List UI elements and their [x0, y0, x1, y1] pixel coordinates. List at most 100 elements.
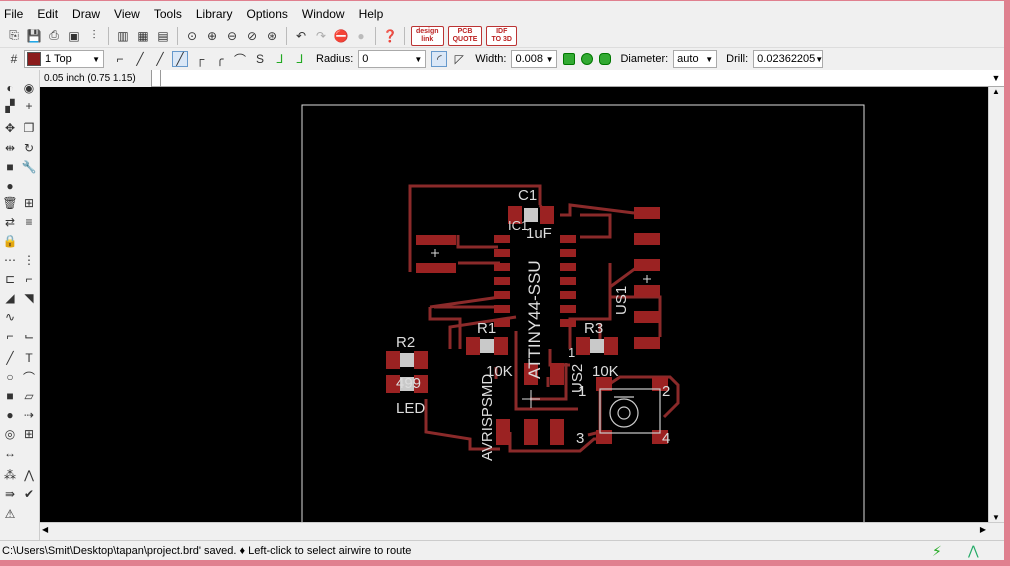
group-icon[interactable]: ■	[6, 160, 14, 174]
replace-icon[interactable]: ⇄	[4, 215, 16, 229]
bend-style-8-icon[interactable]: ⅃	[276, 52, 284, 66]
paste-icon[interactable]: ●	[6, 179, 14, 193]
menu-file[interactable]: File	[4, 7, 24, 21]
bend-style-9-icon[interactable]: ⅃	[296, 52, 304, 66]
bend-style-1-icon[interactable]: ╱	[136, 52, 144, 66]
layer-select[interactable]: 1 Top ▼	[24, 50, 104, 68]
via-square-button[interactable]	[563, 53, 576, 65]
menu-window[interactable]: Window	[301, 7, 345, 21]
autorouter-status-icon[interactable]: ⋀	[968, 543, 979, 558]
lightning-icon[interactable]: ⚡	[932, 543, 942, 559]
polygon-icon[interactable]: ▱	[24, 389, 34, 403]
ripup-icon[interactable]: ⌙	[23, 329, 35, 343]
cam-icon[interactable]: ▣	[68, 28, 80, 43]
mirror-icon[interactable]: ⇹	[4, 141, 16, 155]
menu-options[interactable]: Options	[246, 7, 288, 21]
meander-icon[interactable]: ∿	[4, 310, 16, 324]
scroll-down-icon[interactable]: ▼	[992, 513, 1000, 522]
bend-style-6-icon[interactable]: ⌒	[233, 52, 246, 67]
zoom-select-icon[interactable]: ⊛	[266, 28, 278, 43]
go-icon[interactable]: ●	[357, 28, 365, 43]
via-octagon-button[interactable]	[599, 53, 612, 65]
scroll-up-icon[interactable]: ▲	[992, 87, 1000, 96]
delete-icon[interactable]: 🗑	[2, 196, 18, 210]
open-icon[interactable]: ⎘	[9, 28, 19, 42]
stop-icon[interactable]: ⛔	[333, 28, 349, 43]
scroll-right-icon[interactable]: ▶	[979, 525, 986, 534]
move-icon[interactable]: ✥	[4, 121, 16, 135]
zoom-fit-icon[interactable]: ⊙	[186, 28, 198, 43]
warning-icon[interactable]: ⚠	[4, 507, 16, 521]
miter-icon[interactable]: ◢	[5, 291, 15, 305]
menu-library[interactable]: Library	[195, 7, 233, 21]
bend-style-4-icon[interactable]: ┌	[195, 52, 205, 66]
ratsnest-icon[interactable]: ◥	[24, 291, 34, 305]
grid-icon[interactable]: #	[10, 52, 18, 66]
print-icon[interactable]: ⎙	[49, 28, 59, 42]
lock-icon[interactable]: 🔒	[2, 234, 18, 248]
optimize-icon[interactable]: ⌐	[25, 272, 33, 286]
bend-style-0-icon[interactable]: ⌐	[116, 52, 124, 66]
menu-view[interactable]: View	[114, 7, 140, 21]
name-icon[interactable]: ≡	[25, 215, 33, 229]
undo-icon[interactable]: ↶	[295, 28, 307, 43]
split-icon[interactable]: ⊏	[4, 272, 16, 286]
via-icon[interactable]: ●	[6, 408, 14, 422]
menu-edit[interactable]: Edit	[37, 7, 59, 21]
value-icon[interactable]: ⋮	[23, 253, 35, 267]
zoom-out-icon[interactable]: ⊖	[226, 28, 238, 43]
width-select[interactable]: 0.008 ▼	[511, 50, 558, 68]
mark-icon[interactable]: +	[25, 99, 33, 113]
copy-icon[interactable]: ❐	[23, 121, 35, 135]
autorouter-icon[interactable]: ⋀	[24, 468, 34, 482]
attribute-icon[interactable]: ⊞	[23, 427, 35, 441]
drill-select[interactable]: 0.02362205 ▼	[753, 50, 823, 68]
board-icon[interactable]: ▦	[137, 28, 149, 43]
redo-icon[interactable]: ↷	[315, 28, 327, 43]
zoom-redraw-icon[interactable]: ⊘	[246, 28, 258, 43]
rotate-icon[interactable]: ↻	[23, 141, 35, 155]
chevron-down-icon[interactable]: ▼	[991, 73, 1001, 83]
menu-draw[interactable]: Draw	[72, 7, 101, 21]
ulp-icon[interactable]: ▥	[117, 28, 129, 43]
arc-flat-icon[interactable]: ◸	[454, 52, 464, 66]
script-icon[interactable]: ⫶	[92, 28, 96, 42]
bend-style-2-icon[interactable]: ╱	[156, 52, 164, 66]
ratsnest-tool-icon[interactable]: ⁂	[4, 468, 16, 482]
display-icon[interactable]: ▞	[5, 99, 15, 113]
erc-icon[interactable]: ✔	[23, 487, 35, 501]
menu-tools[interactable]: Tools	[153, 7, 182, 21]
diameter-select[interactable]: auto ▼	[673, 50, 718, 68]
drc-icon[interactable]: ⇛	[4, 487, 16, 501]
show-icon[interactable]: ◉	[23, 81, 35, 95]
circle-icon[interactable]: ○	[6, 370, 14, 384]
rect-icon[interactable]: ■	[6, 389, 14, 403]
horizontal-scrollbar[interactable]: ◀ ▶	[40, 522, 1004, 538]
board-canvas[interactable]: C1 1uF IC1 ATTINY44-SSU US1 R1 10K R2 49…	[40, 87, 988, 522]
bend-style-5-icon[interactable]: ╭	[216, 52, 224, 66]
smash-icon[interactable]: ⋯	[4, 253, 16, 267]
bend-style-7-icon[interactable]: S	[255, 52, 264, 66]
wire-icon[interactable]: ╱	[6, 351, 14, 365]
radius-select[interactable]: 0 ▼	[358, 50, 427, 68]
arc-round-icon[interactable]: ◜	[431, 51, 448, 67]
arc-icon[interactable]: ⌒	[22, 370, 35, 385]
dimension-icon[interactable]: ↔	[4, 446, 16, 460]
info-icon[interactable]: ◐	[6, 81, 14, 95]
add-icon[interactable]: ⊞	[23, 196, 35, 210]
route-icon[interactable]: ⌐	[6, 329, 14, 343]
menu-help[interactable]: Help	[358, 7, 384, 21]
via-round-button[interactable]	[581, 53, 594, 65]
hole-icon[interactable]: ◎	[4, 427, 16, 441]
help-icon[interactable]: ❓	[382, 28, 398, 43]
signal-icon[interactable]: ⇢	[23, 408, 35, 422]
layout-icon[interactable]: ▤	[157, 28, 169, 43]
zoom-in-icon[interactable]: ⊕	[206, 28, 218, 43]
bend-style-3-icon[interactable]: ╱	[172, 51, 188, 67]
command-input[interactable]	[160, 69, 988, 87]
save-icon[interactable]: 💾	[26, 28, 42, 43]
change-icon[interactable]: 🔧	[21, 160, 37, 174]
